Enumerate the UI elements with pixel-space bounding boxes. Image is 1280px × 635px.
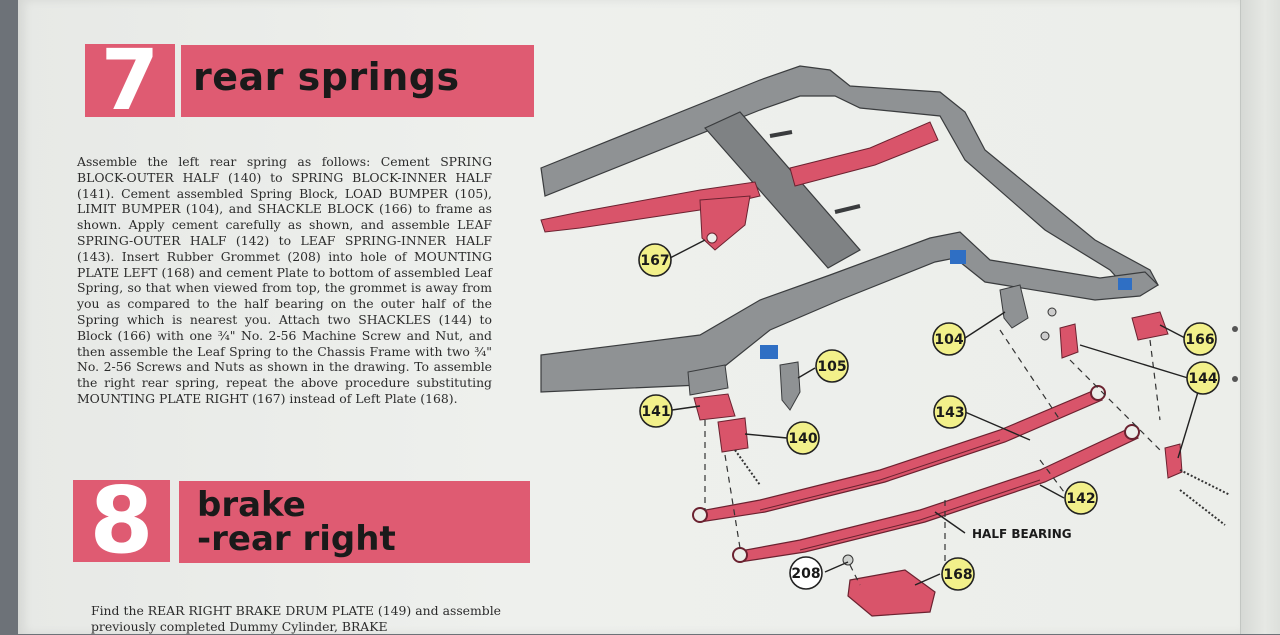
- callout-label: 104: [934, 332, 963, 348]
- shackle-upper: [1059, 323, 1079, 359]
- assembly-guide-lines: [704, 329, 1161, 586]
- binding-hole: [1232, 376, 1238, 382]
- callout-140: 140: [786, 421, 820, 455]
- chassis-frame: [540, 65, 1159, 393]
- spring-block-outer: [717, 417, 749, 453]
- leaf-line: [799, 479, 1041, 551]
- callout-143: 143: [933, 395, 967, 429]
- callout-leaders: [669, 239, 1199, 586]
- installed-springs: [540, 121, 939, 251]
- half-bearing-label: HALF BEARING: [972, 527, 1072, 541]
- callout-144: 144: [1186, 361, 1220, 395]
- shackle-lower: [1164, 443, 1183, 479]
- callout-label: 142: [1066, 491, 1095, 507]
- callout-167: 167: [638, 243, 672, 277]
- frame-cross-member: [704, 111, 861, 269]
- callout-166: 166: [1183, 322, 1217, 356]
- mounting-plate-left: [847, 569, 936, 617]
- installed-leaf-spring-left: [540, 181, 761, 233]
- spring-eye: [692, 507, 708, 523]
- installed-leaf-spring-right: [789, 121, 939, 187]
- leaf-line: [759, 439, 1001, 511]
- spring-block-inner: [687, 364, 729, 396]
- stud: [769, 130, 793, 138]
- callout-105: 105: [815, 349, 849, 383]
- callout-208: 208: [789, 556, 823, 590]
- spring-eye: [1090, 385, 1106, 401]
- step-8-paragraph: Find the REAR RIGHT BRAKE DRUM PLATE (14…: [91, 603, 501, 634]
- leaf-spring-inner-half: [694, 389, 1103, 523]
- stud: [834, 204, 861, 214]
- step-title-bar-7: rear springs: [181, 45, 534, 117]
- callout-142: 142: [1064, 481, 1098, 515]
- load-bumper: [779, 361, 801, 411]
- step-7-instructions: Assemble the left rear spring as follows…: [77, 154, 492, 407]
- frame-rail-upper: [540, 65, 1159, 293]
- installed-mounting-plate: [699, 195, 751, 251]
- spring-eye: [1124, 424, 1140, 440]
- shackle-block: [1131, 311, 1169, 341]
- callout-label: 166: [1185, 332, 1214, 348]
- spring-eye: [732, 547, 748, 563]
- step-title-bar-8: brake -rear right: [179, 481, 530, 563]
- cement-mark: [950, 250, 966, 264]
- callout-104: 104: [932, 322, 966, 356]
- step-8-instructions: Find the REAR RIGHT BRAKE DRUM PLATE (14…: [91, 603, 501, 635]
- step-title-rear-right: -rear right: [197, 519, 396, 559]
- cement-mark: [1118, 278, 1132, 290]
- callout-label: 168: [943, 567, 972, 583]
- cement-mark: [760, 345, 778, 359]
- callout-label: 144: [1188, 371, 1217, 387]
- callout-168: 168: [941, 557, 975, 591]
- callout-label: 143: [935, 405, 964, 421]
- frame-rail-lower: [540, 231, 1159, 393]
- callout-label: 167: [640, 253, 669, 269]
- machine-screw: [1179, 489, 1226, 526]
- loose-parts: [687, 284, 1231, 617]
- step-7-paragraph: Assemble the left rear spring as follows…: [77, 154, 492, 406]
- callout-label: 141: [641, 404, 670, 420]
- machine-screw: [1179, 469, 1231, 496]
- next-page-edge: [1240, 0, 1280, 634]
- leaf-spring-outer-half: [734, 427, 1139, 563]
- callout-141: 141: [639, 394, 673, 428]
- mount-hole: [706, 232, 718, 244]
- callout-label: 208: [791, 566, 820, 582]
- step-title-brake: brake: [197, 485, 306, 525]
- step-title-rear-springs: rear springs: [193, 55, 460, 99]
- spring-block-piece: [693, 393, 736, 421]
- step-number-7: 7: [85, 38, 175, 122]
- step-number-8: 8: [73, 475, 170, 567]
- limit-bumper: [999, 284, 1029, 329]
- nut: [1040, 331, 1050, 341]
- binding-hole: [1232, 326, 1238, 332]
- machine-screw: [734, 449, 761, 486]
- callout-label: 105: [817, 359, 846, 375]
- nut: [1047, 307, 1057, 317]
- callout-label: 140: [788, 431, 817, 447]
